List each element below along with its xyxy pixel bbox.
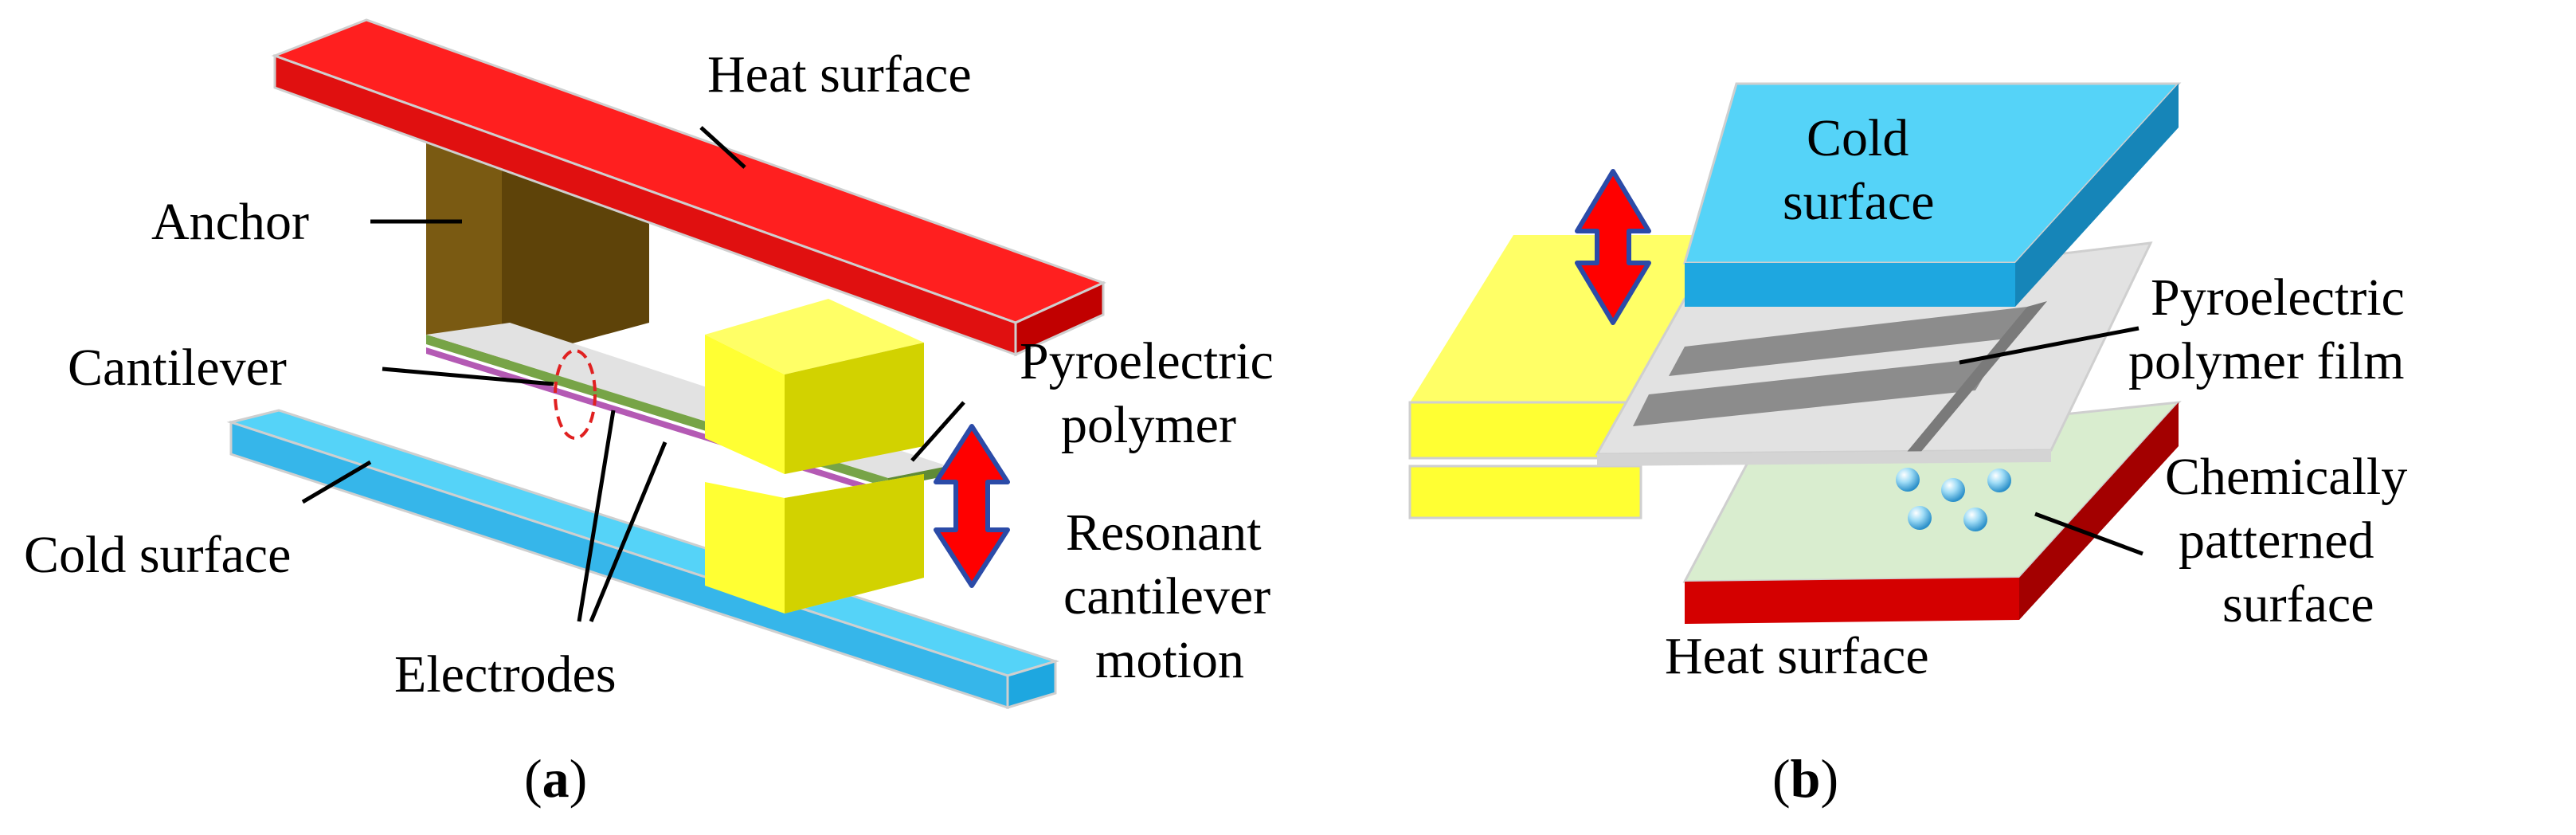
caption-b: (b)	[1772, 748, 1838, 809]
film-electrode-bus	[1900, 301, 2047, 461]
label-motion-3: motion	[1095, 631, 1244, 689]
film-electrode-lower	[1633, 357, 1995, 426]
chem-dot	[1963, 508, 1987, 531]
label-motion-1: Resonant	[1066, 504, 1262, 562]
cold-surface-plate	[226, 409, 1060, 710]
leader-electrode-2	[589, 441, 667, 622]
leader-cold-surface	[301, 460, 372, 504]
vertical-motion-arrow-icon	[1575, 169, 1651, 325]
chem-dot	[1941, 478, 1965, 502]
label-electrodes: Electrodes	[394, 645, 617, 704]
label-cold-1: Cold	[1807, 109, 1909, 167]
label-heat-surface-b: Heat surface	[1665, 627, 1929, 685]
label-pyroelectric-2: polymer	[1061, 396, 1236, 454]
chem-dot	[1908, 506, 1932, 530]
leader-pyroelectric	[910, 401, 965, 462]
electrode-highlight-ellipse	[554, 349, 597, 440]
panel-a: Heat surface Anchor Cantilever Cold surf…	[24, 18, 1274, 809]
label-pyroelectric-1: Pyroelectric	[1020, 332, 1274, 390]
motion-arrow-icon	[934, 424, 1010, 588]
label-cantilever: Cantilever	[68, 339, 287, 397]
anchor-block	[426, 139, 649, 363]
caption-b-letter: b	[1791, 748, 1821, 809]
caption-a: (a)	[524, 748, 587, 809]
proof-mass-bottom	[705, 474, 924, 614]
label-anchor: Anchor	[151, 193, 309, 251]
leader-chem	[2034, 512, 2143, 556]
leader-cantilever	[382, 367, 554, 386]
label-cold-2: surface	[1783, 173, 1935, 231]
chem-dot	[1896, 468, 1920, 492]
leader-heat-surface	[699, 126, 746, 169]
label-film-1: Pyroelectric	[2151, 269, 2405, 327]
label-chem-1: Chemically	[2165, 448, 2407, 506]
chem-pattern-dots	[1896, 468, 2011, 531]
label-film-2: polymer film	[2128, 332, 2404, 390]
panel-b: Cold surface Pyroelectric polymer film C…	[1408, 82, 2407, 809]
label-heat-surface: Heat surface	[707, 45, 972, 104]
proof-mass-top	[705, 299, 924, 474]
cold-surface-plate-b	[1683, 82, 2182, 307]
heat-surface-plate	[271, 18, 1106, 357]
chem-dot	[1987, 468, 2011, 492]
label-cold-surface: Cold surface	[24, 526, 291, 584]
caption-a-letter: a	[542, 748, 570, 809]
film-electrode-upper	[1669, 307, 2027, 376]
leader-film	[1959, 326, 2139, 365]
label-chem-2: patterned	[2179, 512, 2374, 570]
label-chem-3: surface	[2222, 575, 2374, 633]
label-motion-2: cantilever	[1063, 567, 1270, 625]
leader-electrode-1	[577, 410, 616, 622]
